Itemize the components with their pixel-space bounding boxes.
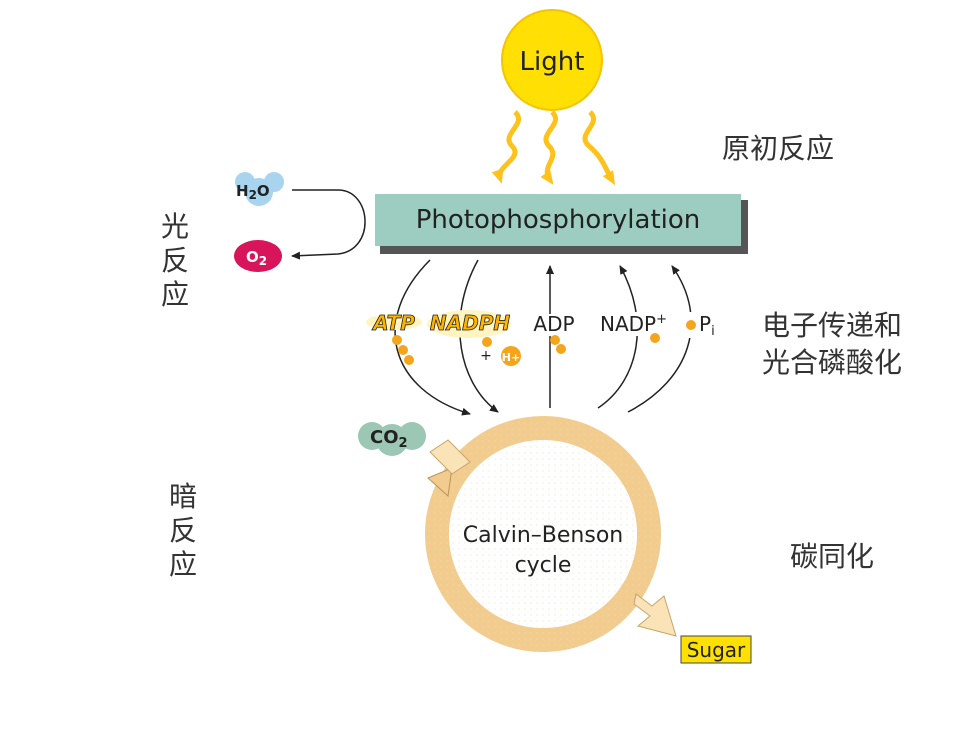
down-arrows xyxy=(394,259,499,416)
light-reaction-char-1: 光 xyxy=(161,210,189,243)
oxygen-sub: 2 xyxy=(259,254,267,268)
water-sub: 2 xyxy=(249,188,257,202)
light-ray-right xyxy=(582,110,616,186)
dark-reaction-char-3: 应 xyxy=(169,548,197,581)
photophosphorylation-box: Photophosphorylation xyxy=(375,194,748,254)
nadph-group: NADPH + H+ xyxy=(427,310,521,366)
cycle-label-line1: Calvin–Benson xyxy=(463,523,623,548)
pi-arrow xyxy=(627,265,693,413)
water-to-oxygen-arrow xyxy=(291,189,366,260)
light-ray-center xyxy=(540,110,558,185)
cycle-label-line2: cycle xyxy=(515,553,572,578)
atp-group: ATP xyxy=(366,311,422,365)
oxygen-o: O xyxy=(246,248,259,266)
nadph-arrow xyxy=(459,259,499,413)
light-reaction-char-3: 应 xyxy=(161,278,189,311)
dark-reaction-char-1: 暗 xyxy=(169,480,197,513)
sugar-arrow xyxy=(633,593,677,637)
light-reaction-label: 光 反 应 xyxy=(161,210,189,311)
nadp-label: NADP xyxy=(600,312,656,336)
atp-label: ATP xyxy=(371,311,415,335)
svg-text:NADP+: NADP+ xyxy=(600,312,667,336)
pi-group: Pi xyxy=(684,312,720,339)
dark-reaction-label: 暗 反 应 xyxy=(169,480,197,581)
up-arrows xyxy=(546,265,693,413)
adp-label: ADP xyxy=(533,312,574,336)
water-h: H xyxy=(236,182,249,200)
svg-text:Pi: Pi xyxy=(699,312,715,339)
svg-text:O2: O2 xyxy=(246,248,267,268)
adp-group: ADP xyxy=(532,312,576,354)
light-label: Light xyxy=(520,47,585,77)
co2-sub: 2 xyxy=(399,436,408,451)
atp-arrow xyxy=(394,259,471,416)
pi-sub: i xyxy=(711,324,715,339)
co2-group: CO2 xyxy=(358,422,471,475)
co2-entry-arrow xyxy=(429,439,471,475)
svg-text:CO2: CO2 xyxy=(370,427,408,451)
h-plus-label: H+ xyxy=(502,351,520,364)
photophosphorylation-label: Photophosphorylation xyxy=(416,205,701,235)
light-reaction-char-2: 反 xyxy=(161,244,189,277)
svg-text:H2O: H2O xyxy=(236,182,270,202)
nadp-sup: + xyxy=(656,312,667,327)
carbon-assimilation-label: 碳同化 xyxy=(790,540,874,573)
light-sun: Light xyxy=(501,9,603,111)
sugar-output: Sugar xyxy=(633,593,752,664)
electron-transfer-label-line1: 电子传递和 xyxy=(762,309,902,342)
oxygen-molecule: O2 xyxy=(234,240,282,272)
sugar-label: Sugar xyxy=(687,638,746,662)
water-molecule: H2O xyxy=(235,172,284,206)
electron-transfer-label-line2: 光合磷酸化 xyxy=(762,346,902,379)
co2-label: CO xyxy=(370,427,399,448)
nadph-label: NADPH xyxy=(430,311,510,335)
cycle-arrowhead xyxy=(427,467,453,497)
water-o: O xyxy=(257,182,270,200)
dark-reaction-char-2: 反 xyxy=(169,514,197,547)
primary-reaction-label: 原初反应 xyxy=(722,132,834,165)
nadp-arrow xyxy=(597,265,638,409)
light-ray-left xyxy=(491,110,521,184)
pi-label: P xyxy=(699,312,711,336)
plus-sign: + xyxy=(480,348,492,364)
calvin-benson-cycle: Calvin–Benson cycle xyxy=(425,416,661,652)
light-rays xyxy=(491,110,616,186)
nadp-group: NADP+ xyxy=(598,312,678,343)
